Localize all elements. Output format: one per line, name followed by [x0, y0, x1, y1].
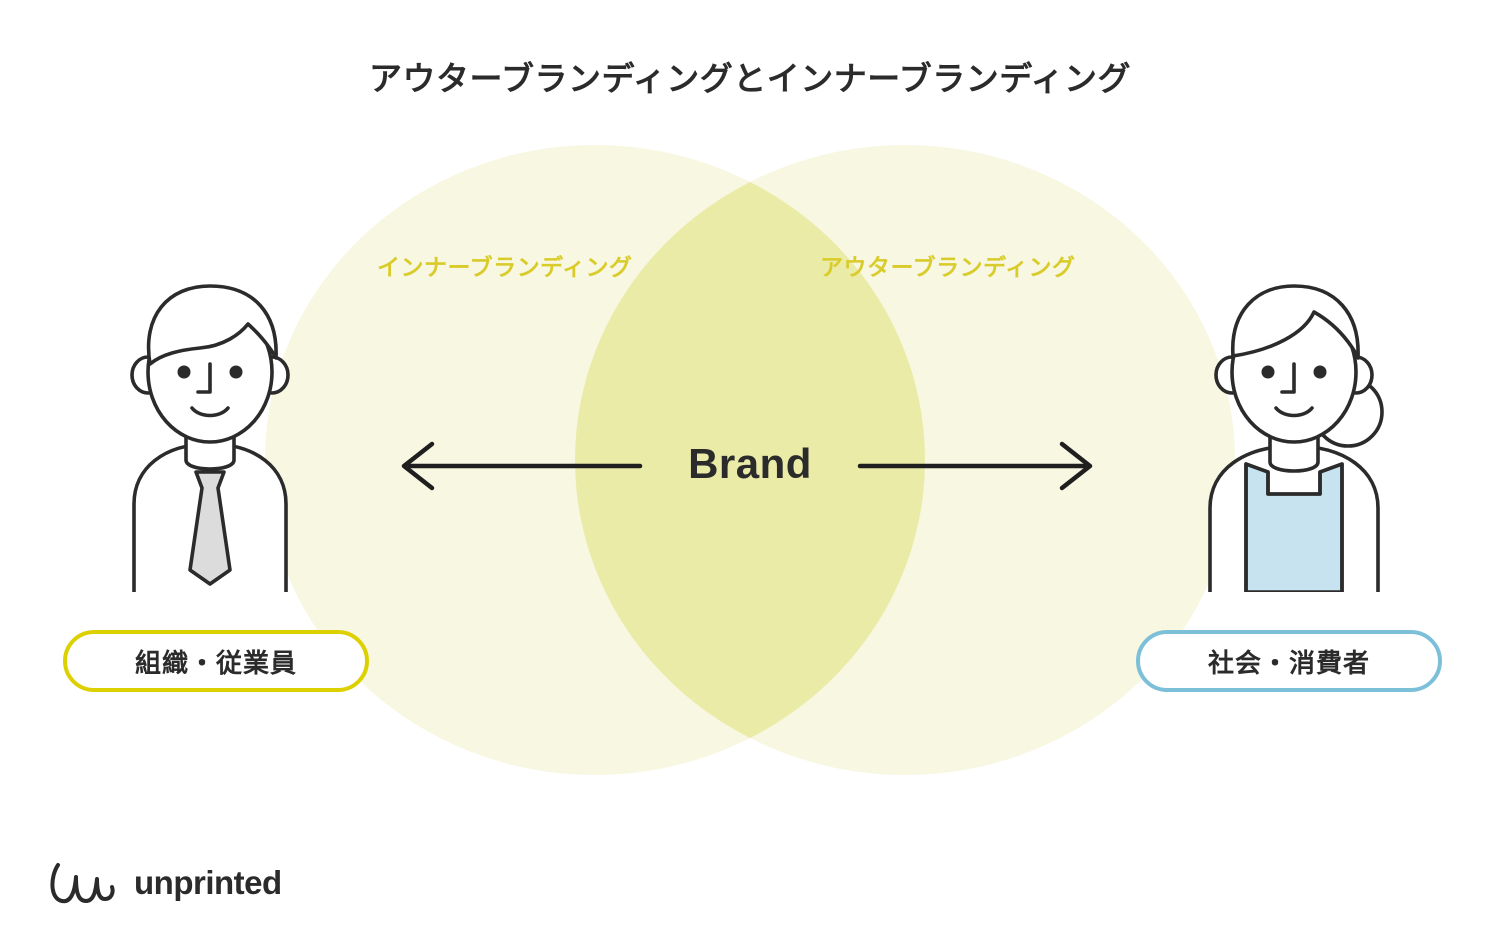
- venn-left-circle-label: インナーブランディング: [377, 254, 633, 280]
- arrow-right-icon: [857, 441, 1093, 491]
- eye-left: [1261, 365, 1275, 379]
- label-pill-society: 社会・消費者: [1136, 630, 1442, 692]
- logo-wordmark: unprinted: [134, 864, 282, 901]
- venn-right-circle-label: アウターブランディング: [820, 254, 1076, 280]
- brand-center-label: Brand: [688, 440, 812, 487]
- unprinted-cursive-mark-icon: [50, 863, 115, 904]
- venn-overlap-lens: [575, 145, 925, 775]
- eye-right: [229, 365, 243, 379]
- brand-logo: unprinted: [48, 855, 282, 911]
- label-pill-organization: 組織・従業員: [63, 630, 369, 692]
- arrow-left-icon: [401, 441, 643, 491]
- woman-apron-illustration: [1208, 284, 1384, 592]
- businessman-illustration: [130, 284, 290, 592]
- eye-right: [1313, 365, 1327, 379]
- eye-left: [177, 365, 191, 379]
- page-title: アウターブランディングとインナーブランディング: [369, 60, 1131, 97]
